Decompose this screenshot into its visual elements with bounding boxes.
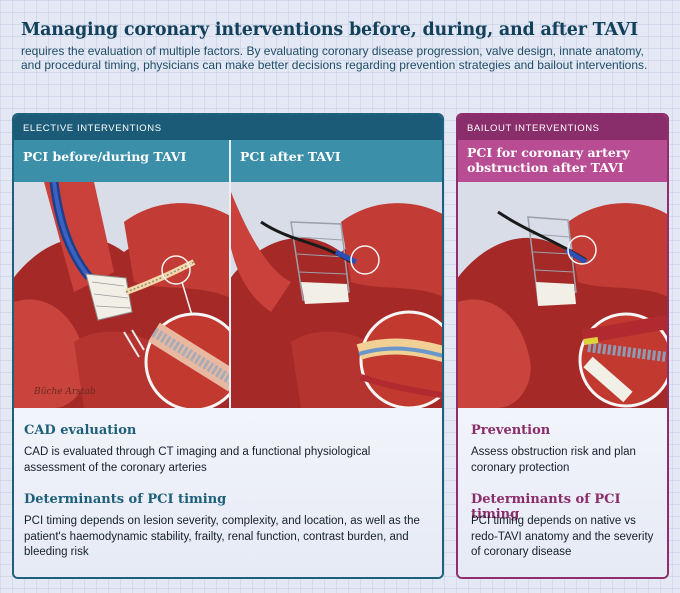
column-divider (229, 140, 231, 410)
page-title: Managing coronary interventions before, … (21, 20, 638, 40)
pci-after-tavi-heading: PCI after TAVI (231, 140, 442, 182)
bailout-details: Prevention Assess obstruction risk and p… (458, 408, 667, 577)
prevention-heading: Prevention (471, 423, 551, 438)
illustration-bailout-pci (458, 182, 667, 408)
elective-band: ELECTIVE INTERVENTIONS (14, 115, 442, 140)
pci-timing-text: PCI timing depends on lesion severity, c… (24, 515, 420, 558)
prevention-text: Assess obstruction risk and plan coronar… (471, 446, 636, 474)
cad-evaluation-heading: CAD evaluation (24, 423, 137, 438)
pci-timing-heading: Determinants of PCI timing (24, 492, 227, 507)
pci-before-during-tavi-heading: PCI before/during TAVI (14, 140, 229, 182)
cad-evaluation-text: CAD is evaluated through CT imaging and … (24, 446, 371, 474)
illustration-pci-before-tavi: Büche Arstab (14, 182, 229, 408)
elective-details: CAD evaluation CAD is evaluated through … (14, 408, 442, 577)
bailout-pci-timing-heading: Determinants of PCI timing (471, 492, 621, 522)
elective-interventions-panel: ELECTIVE INTERVENTIONS PCI before/during… (12, 113, 444, 579)
bailout-band: BAILOUT INTERVENTIONS (458, 115, 667, 140)
bailout-pci-timing-text: PCI timing depends on native vs redo-TAV… (471, 515, 654, 558)
intro-text: requires the evaluation of multiple fact… (21, 44, 648, 73)
bailout-interventions-panel: BAILOUT INTERVENTIONS PCI for coronary a… (456, 113, 669, 579)
artist-signature: Büche Arstab (33, 387, 96, 397)
illustration-pci-after-tavi (231, 182, 442, 408)
pci-coronary-obstruction-heading: PCI for coronary artery obstruction afte… (458, 140, 667, 182)
